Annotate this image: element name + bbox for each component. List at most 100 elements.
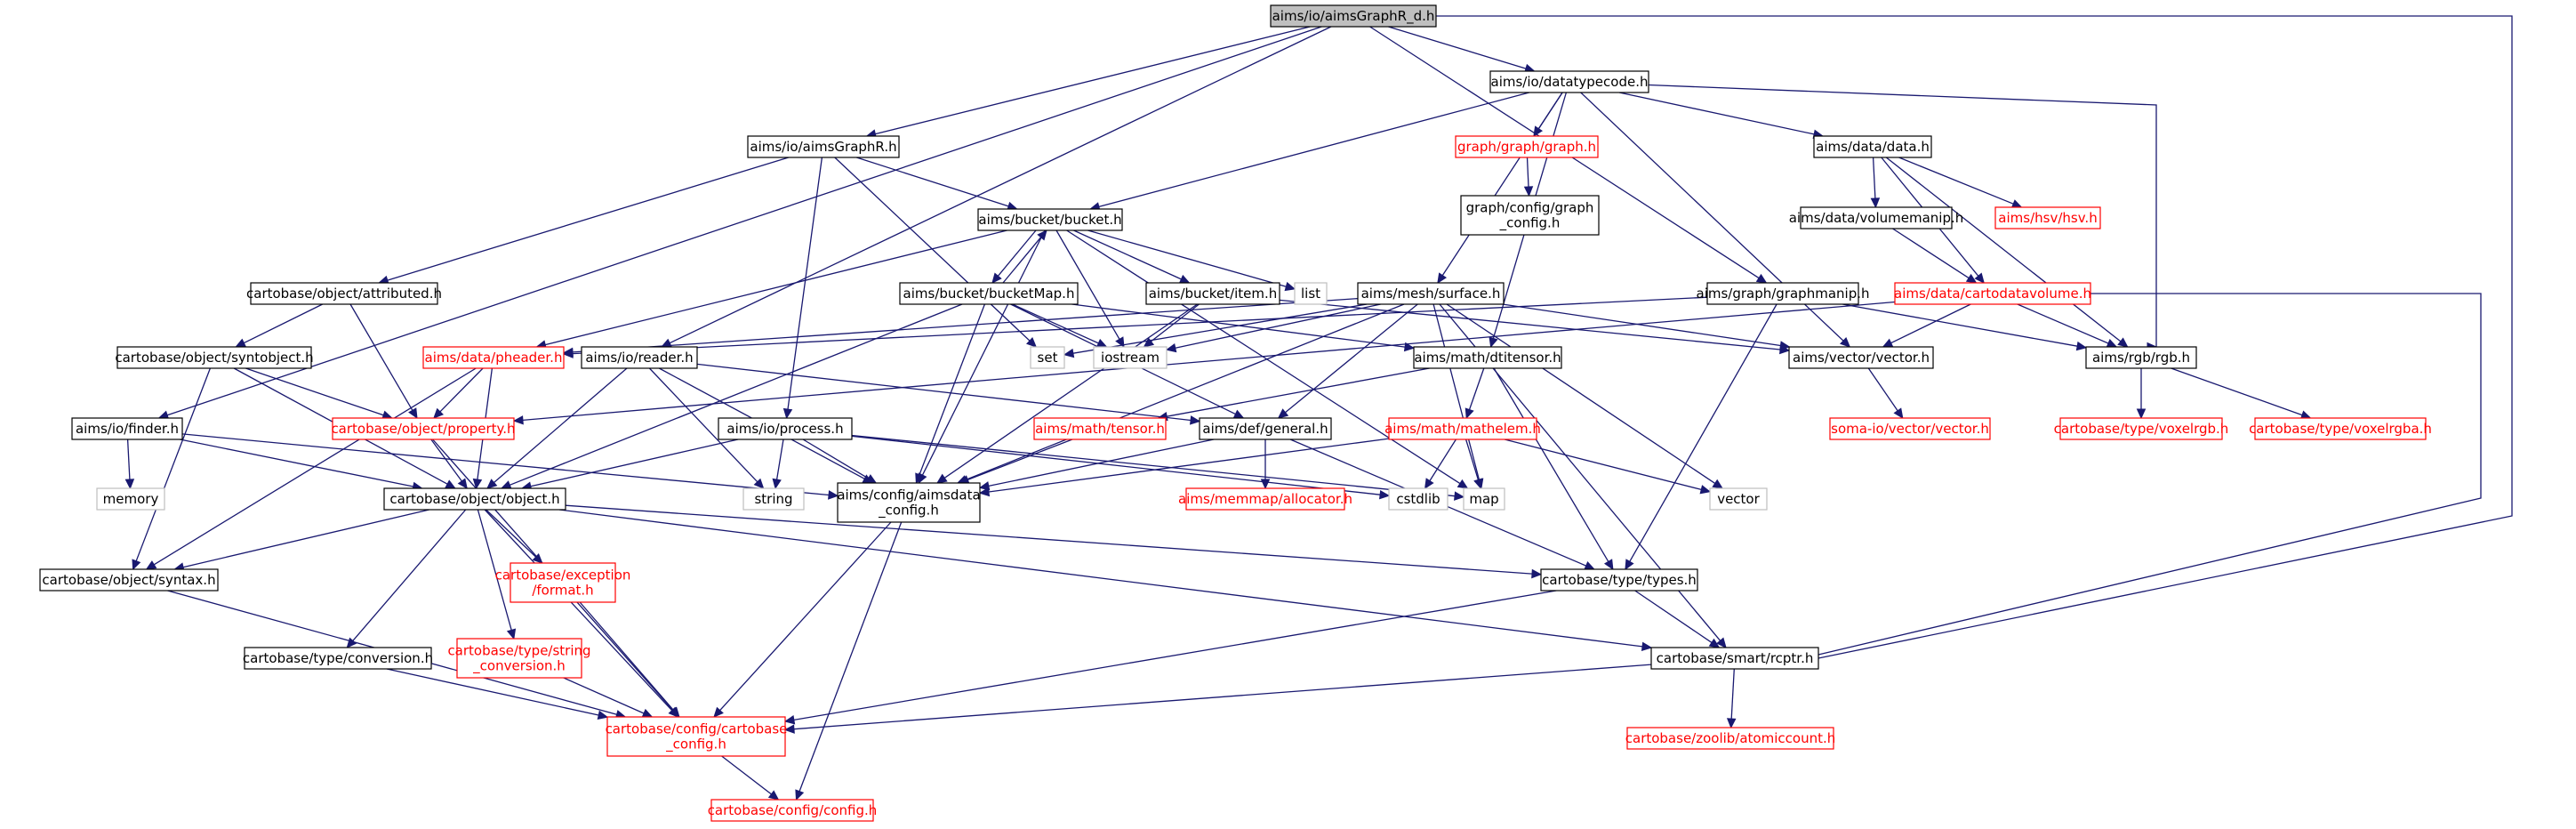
node-box [710, 799, 874, 822]
node-object[interactable]: cartobase/object/object.h [383, 487, 566, 511]
node-box [510, 562, 616, 603]
node-reader[interactable]: aims/io/reader.h [581, 346, 698, 369]
node-graphmanip[interactable]: aims/graph/graphmanip.h [1697, 282, 1870, 305]
node-label: cartobase/type/voxelrgb.h [2054, 421, 2229, 437]
node-aimsdataconfig[interactable]: aims/config/aimsdata_config.h [837, 482, 981, 523]
node-cstdlib[interactable]: cstdlib [1388, 487, 1448, 511]
node-list[interactable]: list [1294, 282, 1328, 305]
node-stringconversion[interactable]: cartobase/type/string_conversion.h [447, 638, 591, 679]
node-attributed[interactable]: cartobase/object/attributed.h [246, 282, 442, 305]
edge-mathelem-to-cstdlib [1424, 439, 1457, 490]
edge-process-to-object [520, 439, 739, 491]
node-label: cartobase/type/voxelrgba.h [2249, 421, 2432, 437]
node-finder[interactable]: aims/io/finder.h [71, 417, 183, 440]
node-iostream[interactable]: iostream [1093, 346, 1168, 369]
node-map[interactable]: map [1463, 487, 1505, 511]
node-data[interactable]: aims/data/data.h [1813, 135, 1932, 158]
node-string[interactable]: string [742, 487, 805, 511]
node-syntax[interactable]: cartobase/object/syntax.h [39, 568, 219, 592]
node-label: string [754, 491, 792, 507]
node-aimsgraphr[interactable]: aims/io/aimsGraphR.h [747, 135, 900, 158]
node-label: aims/config/aimsdata [837, 487, 980, 503]
edge-process-to-map [851, 434, 1465, 501]
edge-rgb-to-voxelrgba [2171, 367, 2312, 420]
edge-aimsdataconfig-to-config [795, 521, 903, 801]
edge-reader-to-object [486, 367, 628, 489]
node-label: aims/io/process.h [726, 421, 843, 437]
node-label: cartobase/config/cartobase [606, 721, 788, 737]
node-volumemanip[interactable]: aims/data/volumemanip.h [1789, 206, 1964, 229]
node-label: cartobase/type/conversion.h [243, 650, 433, 666]
node-box [2085, 346, 2197, 369]
node-config[interactable]: cartobase/config/config.h [708, 799, 878, 822]
node-cartodatavolume[interactable]: aims/data/cartodatavolume.h [1894, 282, 2091, 305]
node-pheader[interactable]: aims/data/pheader.h [422, 346, 565, 369]
node-graphconfig[interactable]: graph/config/graph_config.h [1460, 195, 1600, 236]
node-box [1894, 282, 2091, 305]
node-format[interactable]: cartobase/exception/format.h [495, 562, 631, 603]
node-box [742, 487, 805, 511]
node-atomiccount[interactable]: cartobase/zoolib/atomiccount.h [1625, 727, 1835, 750]
node-voxelrgb[interactable]: cartobase/type/voxelrgb.h [2054, 417, 2229, 440]
node-box [116, 346, 312, 369]
node-box [1185, 487, 1345, 511]
node-cartobaseconfig[interactable]: cartobase/config/cartobase_config.h [606, 716, 788, 757]
node-box [1540, 568, 1698, 592]
edge-vector-to-somavector [1867, 367, 1904, 420]
node-box [1294, 282, 1328, 305]
node-label: cartobase/object/syntobject.h [115, 350, 313, 366]
edge-bucketmap-to-object [500, 303, 963, 490]
node-bucket[interactable]: aims/bucket/bucket.h [977, 208, 1123, 231]
node-item[interactable]: aims/bucket/item.h [1145, 282, 1280, 305]
node-voxelrgba[interactable]: cartobase/type/voxelrgba.h [2249, 417, 2432, 440]
node-root[interactable]: aims/io/aimsGraphR_d.h [1270, 4, 1437, 28]
node-somavector[interactable]: soma-io/vector/vector.h [1829, 417, 1991, 440]
node-label: _config.h [878, 503, 939, 519]
node-process[interactable]: aims/io/process.h [718, 417, 853, 440]
edge-attributed-to-property [349, 303, 418, 420]
edge-bucket-to-list [1087, 229, 1296, 292]
node-box [244, 647, 432, 670]
node-box [1800, 206, 1953, 229]
node-property[interactable]: cartobase/object/property.h [331, 417, 516, 440]
node-label: cartobase/type/types.h [1542, 572, 1697, 588]
node-hsv[interactable]: aims/hsv/hsv.h [1994, 206, 2101, 229]
node-vector[interactable]: aims/vector/vector.h [1788, 346, 1934, 369]
node-allocator[interactable]: aims/memmap/allocator.h [1178, 487, 1352, 511]
edge-property-to-object [430, 439, 468, 489]
edge-graphmanip-to-types [1625, 303, 1778, 571]
node-surface[interactable]: aims/mesh/surface.h [1357, 282, 1505, 305]
edge-aimsgraphr-to-process [782, 157, 823, 420]
node-box [718, 417, 853, 440]
edge-mathelem-to-stdvector [1504, 439, 1712, 495]
node-label: cartobase/object/attributed.h [246, 286, 442, 302]
node-box [1413, 346, 1562, 369]
node-syntobject[interactable]: cartobase/object/syntobject.h [115, 346, 314, 369]
node-label: list [1301, 286, 1320, 302]
edge-dtitensor-to-types [1493, 367, 1614, 571]
node-mathelem[interactable]: aims/math/mathelem.h [1384, 417, 1541, 440]
edge-finder-to-object [180, 439, 423, 492]
node-general[interactable]: aims/def/general.h [1199, 417, 1332, 440]
edge-surface-to-iostream [1165, 303, 1381, 353]
node-label: aims/bucket/item.h [1149, 286, 1278, 302]
node-rgb[interactable]: aims/rgb/rgb.h [2085, 346, 2197, 369]
node-types[interactable]: cartobase/type/types.h [1540, 568, 1698, 592]
node-label: graph/config/graph [1466, 200, 1594, 216]
node-label: soma-io/vector/vector.h [1831, 421, 1989, 437]
edge-root-to-rcptr [1436, 15, 2513, 664]
node-datatypecode[interactable]: aims/io/datatypecode.h [1489, 70, 1649, 93]
node-memory[interactable]: memory [96, 487, 165, 511]
node-conversion[interactable]: cartobase/type/conversion.h [243, 647, 433, 670]
node-dtitensor[interactable]: aims/math/dtitensor.h [1413, 346, 1562, 369]
node-stdvector[interactable]: vector [1709, 487, 1768, 511]
node-graph[interactable]: graph/graph/graph.h [1455, 135, 1599, 158]
node-set[interactable]: set [1030, 346, 1065, 369]
node-tensor[interactable]: aims/math/tensor.h [1033, 417, 1167, 440]
node-box [1199, 417, 1332, 440]
node-box [2254, 417, 2427, 440]
edge-cartodatavolume-to-vector [1882, 303, 1971, 348]
node-rcptr[interactable]: cartobase/smart/rcptr.h [1650, 647, 1819, 670]
node-bucketmap[interactable]: aims/bucket/bucketMap.h [899, 282, 1079, 305]
edge-format-to-cartobaseconfig [579, 601, 680, 718]
